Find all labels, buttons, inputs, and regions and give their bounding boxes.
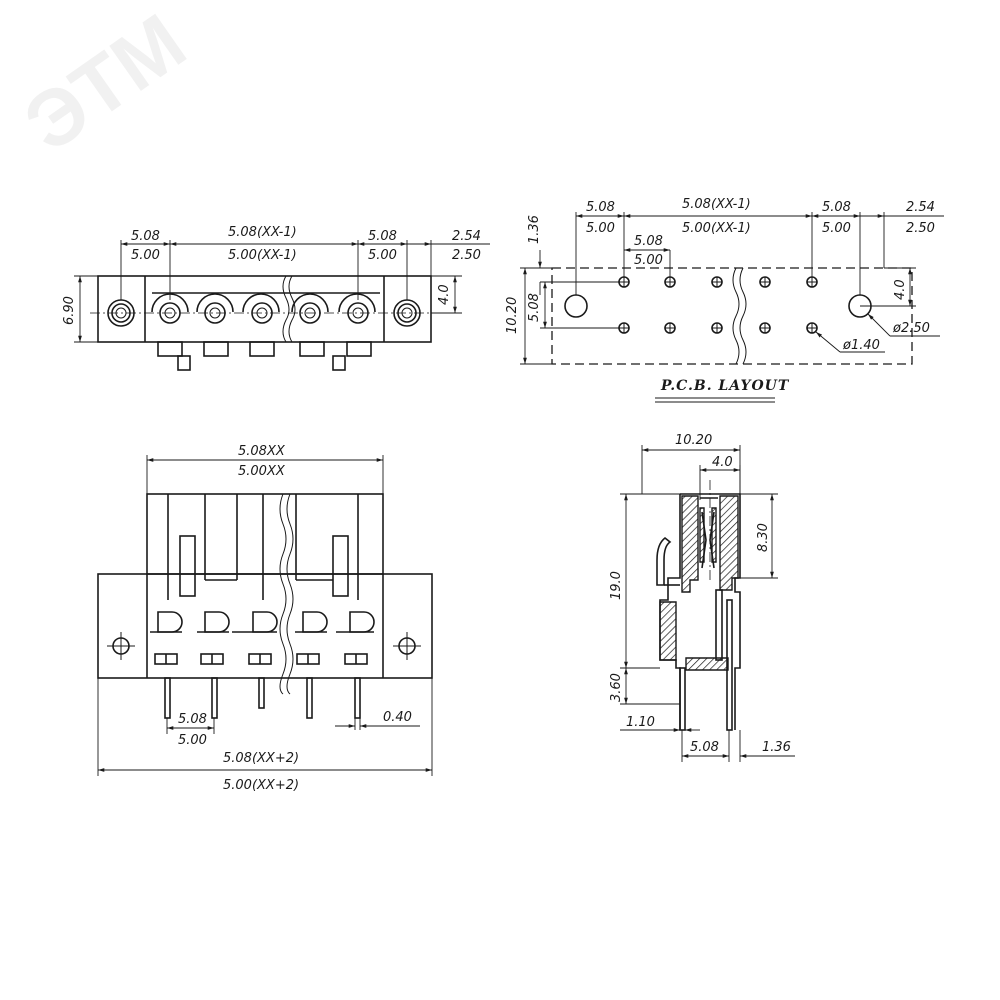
sv-pin-edge: 1.36 <box>762 740 791 755</box>
pcb-pitch-left-bottom: 5.00 <box>586 221 615 236</box>
pcb-pin-hole: ø1.40 <box>842 338 880 353</box>
fv-right-pitch-top: 5.08 <box>368 229 397 244</box>
pcb-edge-bottom: 2.50 <box>906 221 935 236</box>
side-view <box>656 480 741 731</box>
pcb-offset-top: 1.36 <box>527 215 542 244</box>
sv-total-height: 19.0 <box>609 571 624 600</box>
tv-pitch-top: 5.08 <box>178 712 207 727</box>
top-view-pins <box>164 677 361 719</box>
pcb-hole-offset: 4.0 <box>893 279 908 300</box>
tv-pitch-bottom: 5.00 <box>178 733 207 748</box>
top-view-dimensions: 5.08XX 5.00XX 5.08 5.00 0.40 5.08(XX+2) … <box>97 444 433 793</box>
pcb-mount-hole: ø2.50 <box>892 321 930 336</box>
sv-upper-height: 8.30 <box>756 523 771 552</box>
tv-total-bottom: 5.00(XX+2) <box>223 778 299 793</box>
fv-pitch-bottom: 5.00 <box>131 248 160 263</box>
pcb-pitch-right-bottom: 5.00 <box>822 221 851 236</box>
pcb-edge-top: 2.54 <box>906 200 935 215</box>
tv-body-top: 5.08XX <box>238 444 286 459</box>
tv-pin-width: 0.40 <box>383 710 412 725</box>
top-view-terminals <box>154 653 368 665</box>
tv-body-bottom: 5.00XX <box>238 464 286 479</box>
pcb-pitch-right-top: 5.08 <box>822 200 851 215</box>
fv-pitch-top: 5.08 <box>131 229 160 244</box>
side-view-dimensions: 10.20 4.0 8.30 19.0 3.60 1.10 5.08 1.36 <box>609 433 795 762</box>
pcb-layout-title: P.C.B. LAYOUT <box>660 378 790 394</box>
sv-depth: 10.20 <box>675 433 712 448</box>
pcb-pitch-inner-top: 5.08 <box>634 234 663 249</box>
sv-socket: 4.0 <box>712 455 733 470</box>
sv-pin-length: 3.60 <box>609 673 624 702</box>
fv-span-bottom: 5.00(XX-1) <box>228 248 297 263</box>
fv-hole-height: 4.0 <box>437 284 452 305</box>
tv-total-top: 5.08(XX+2) <box>223 751 299 766</box>
pcb-layout: 5.08 5.00 5.08(XX-1) 5.00(XX-1) 5.08 5.0… <box>505 197 944 403</box>
top-view-latches <box>150 611 375 633</box>
contact-cups <box>151 293 376 324</box>
fv-span-top: 5.08(XX-1) <box>228 225 297 240</box>
pcb-span-top: 5.08(XX-1) <box>682 197 751 212</box>
top-view-slots <box>167 494 359 600</box>
front-view-dimensions: 5.08 5.00 5.08(XX-1) 5.00(XX-1) 5.08 5.0… <box>62 225 490 343</box>
pcb-row-spacing: 5.08 <box>527 293 542 322</box>
sv-pin-offset: 1.10 <box>626 715 655 730</box>
pcb-pitch-left-top: 5.08 <box>586 200 615 215</box>
top-view <box>97 493 433 719</box>
pcb-pitch-inner-bottom: 5.00 <box>634 253 663 268</box>
front-view <box>90 275 440 371</box>
sv-row-pitch: 5.08 <box>690 740 719 755</box>
watermark-logo: ЭТМ <box>9 0 201 169</box>
fv-right-pitch-bottom: 5.00 <box>368 248 397 263</box>
mount-hole-left <box>564 294 588 318</box>
pcb-width: 10.20 <box>505 297 520 334</box>
pcb-span-bottom: 5.00(XX-1) <box>682 221 751 236</box>
fv-flange-top: 2.54 <box>452 229 481 244</box>
fv-height: 6.90 <box>62 296 77 325</box>
pin-tabs <box>157 341 372 371</box>
pcb-pin-holes <box>618 276 818 334</box>
fv-flange-bottom: 2.50 <box>452 248 481 263</box>
